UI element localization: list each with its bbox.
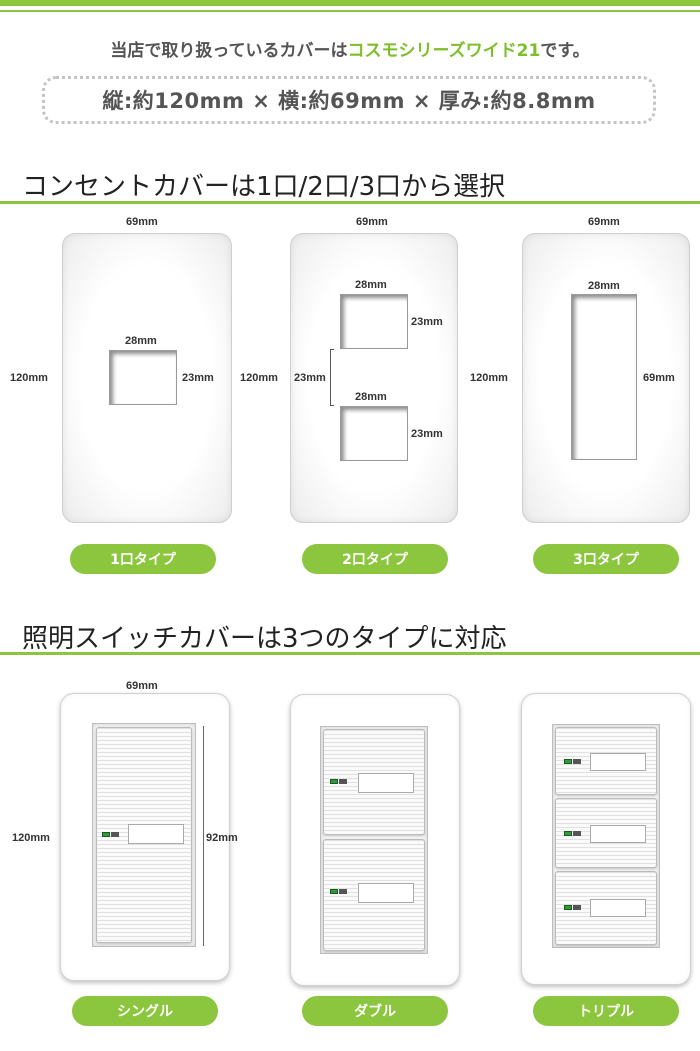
triple-switch-window-3 (590, 899, 646, 917)
cover1-height-label: 120mm (10, 372, 48, 384)
double-type-button[interactable]: ダブル (302, 996, 448, 1026)
cover3-hole-width-label: 28mm (588, 280, 620, 292)
triple-switch-led-1-icon (564, 759, 572, 764)
triple-switch-led-2-icon (564, 831, 572, 836)
single-switch-window (128, 824, 184, 844)
double-switch-led-top-bar (339, 779, 347, 784)
triple-switch-led-3-icon (564, 905, 572, 910)
intro-text-before: 当店で取り扱っているカバーは (110, 41, 348, 61)
triple-switch-window-1 (590, 753, 646, 771)
intro-text: 当店で取り扱っているカバーはコスモシリーズワイド21です。 (0, 36, 700, 61)
type-2-button[interactable]: 2口タイプ (302, 544, 448, 574)
cover3-width-label: 69mm (588, 216, 620, 228)
double-switch-window-bottom (358, 883, 414, 903)
single-switch-led-bar (111, 832, 119, 837)
single-inner-height-label: 92mm (206, 832, 238, 844)
double-switch-led-top-icon (330, 779, 338, 784)
top-accent-line (0, 10, 700, 12)
cover2-hole1-height-label: 23mm (411, 316, 443, 328)
cover2-hole2-height-label: 23mm (411, 428, 443, 440)
triple-type-button[interactable]: トリプル (533, 996, 679, 1026)
cover3-outlet-hole (571, 294, 637, 460)
cover2-outlet-hole-top (340, 294, 408, 349)
outlet-section-divider (0, 201, 700, 204)
intro-highlight: コスモシリーズワイド21 (347, 41, 541, 61)
cover1-hole-width-label: 28mm (125, 335, 157, 347)
cover2-height-label: 120mm (240, 372, 278, 384)
outlet-section-title: コンセントカバーは1口/2口/3口から選択 (22, 172, 506, 202)
cover3-height-label: 120mm (470, 372, 508, 384)
cover3-hole-height-label: 69mm (643, 372, 675, 384)
switch-section-title: 照明スイッチカバーは3つのタイプに対応 (22, 624, 507, 654)
triple-switch-window-2 (590, 825, 646, 843)
double-switch-window-top (358, 773, 414, 793)
single-switch-led-icon (102, 832, 110, 837)
switch-section-divider (0, 652, 700, 655)
cover2-hole1-width-label: 28mm (355, 279, 387, 291)
cover1-outlet-hole (109, 350, 177, 405)
cover2-hole2-width-label: 28mm (355, 391, 387, 403)
intro-text-after: です。 (540, 41, 590, 61)
cover1-hole-height-label: 23mm (182, 372, 214, 384)
double-switch-led-bottom-bar (339, 889, 347, 894)
type-3-button[interactable]: 3口タイプ (533, 544, 679, 574)
cover2-gap-label: 23mm (294, 372, 326, 384)
triple-switch-led-1-bar (573, 759, 581, 764)
single-height-label: 120mm (12, 832, 50, 844)
spec-box: 縦:約120mm × 横:約69mm × 厚み:約8.8mm (42, 76, 656, 124)
single-height-guide (203, 726, 204, 946)
single-width-label: 69mm (126, 680, 158, 692)
triple-switch-led-2-bar (573, 831, 581, 836)
cover1-width-label: 69mm (126, 216, 158, 228)
cover2-gap-bracket (330, 349, 334, 406)
cover2-width-label: 69mm (356, 216, 388, 228)
type-1-button[interactable]: 1口タイプ (70, 544, 216, 574)
cover2-outlet-hole-bottom (340, 406, 408, 461)
triple-switch-led-3-bar (573, 905, 581, 910)
double-switch-led-bottom-icon (330, 889, 338, 894)
top-accent-bar (0, 0, 700, 6)
outlet-cover-2 (290, 233, 458, 523)
spec-text: 縦:約120mm × 横:約69mm × 厚み:約8.8mm (102, 89, 596, 113)
single-type-button[interactable]: シングル (72, 996, 218, 1026)
